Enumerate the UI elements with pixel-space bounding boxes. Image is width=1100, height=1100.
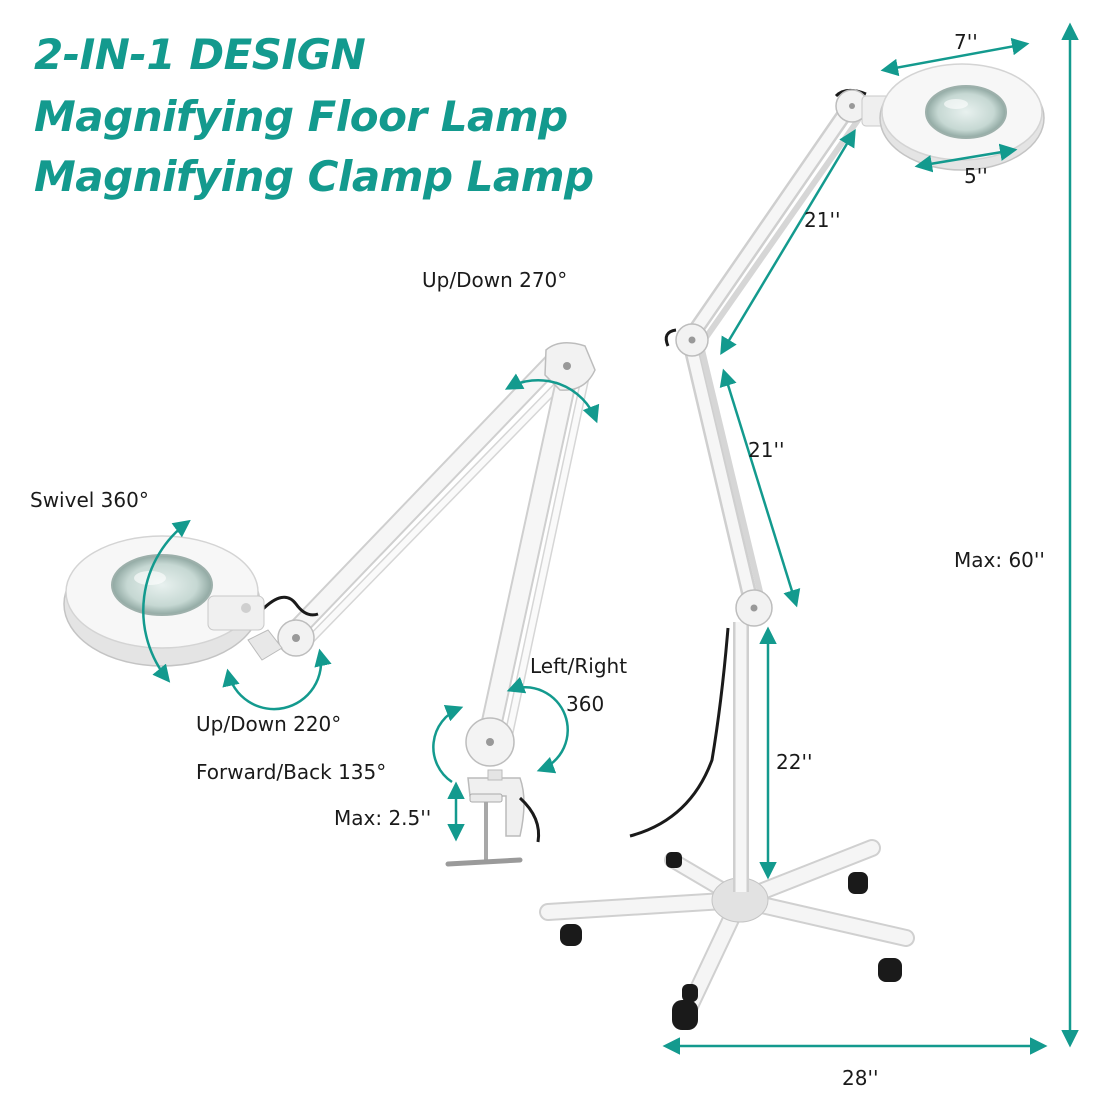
headline-clamp-lamp: Magnifying Clamp Lamp [34, 152, 594, 201]
label-forward-back-135: Forward/Back 135° [196, 760, 387, 784]
rotation-arrow-swivel [142, 519, 191, 683]
headline-design: 2-IN-1 DESIGN [34, 30, 366, 79]
label-base-width: 28'' [842, 1066, 879, 1090]
headline-floor-lamp: Magnifying Floor Lamp [34, 92, 568, 141]
dimension-upper-arm [720, 128, 856, 356]
label-up-down-270: Up/Down 270° [422, 268, 568, 292]
dimension-head-outer [880, 37, 1030, 77]
label-swivel-360: Swivel 360° [30, 488, 149, 512]
rotation-arrow-top [504, 373, 600, 424]
rotation-arrow-base [432, 676, 569, 784]
clamp-lamp-base [445, 717, 541, 867]
label-max-height: Max: 60'' [954, 548, 1045, 572]
label-pole-length: 22'' [776, 750, 813, 774]
clamp-lamp-magnifier-head [63, 535, 265, 667]
label-left-right-value: 360 [566, 692, 605, 716]
rotation-arrow-head [222, 648, 332, 711]
label-head-lens-size: 5'' [964, 164, 988, 188]
label-clamp-max: Max: 2.5'' [334, 806, 432, 830]
label-upper-arm-length: 21'' [804, 208, 841, 232]
label-lower-arm-length: 21'' [748, 438, 785, 462]
floor-lamp-magnifier-head [834, 63, 1045, 171]
label-head-outer-size: 7'' [954, 30, 978, 54]
floor-lamp-base [539, 839, 915, 1030]
label-left-right: Left/Right [530, 654, 628, 678]
dimension-head-lens [914, 143, 1018, 173]
label-up-down-220: Up/Down 220° [196, 712, 342, 736]
floor-lamp [539, 63, 1045, 1030]
dimension-lower-arm [719, 368, 801, 608]
